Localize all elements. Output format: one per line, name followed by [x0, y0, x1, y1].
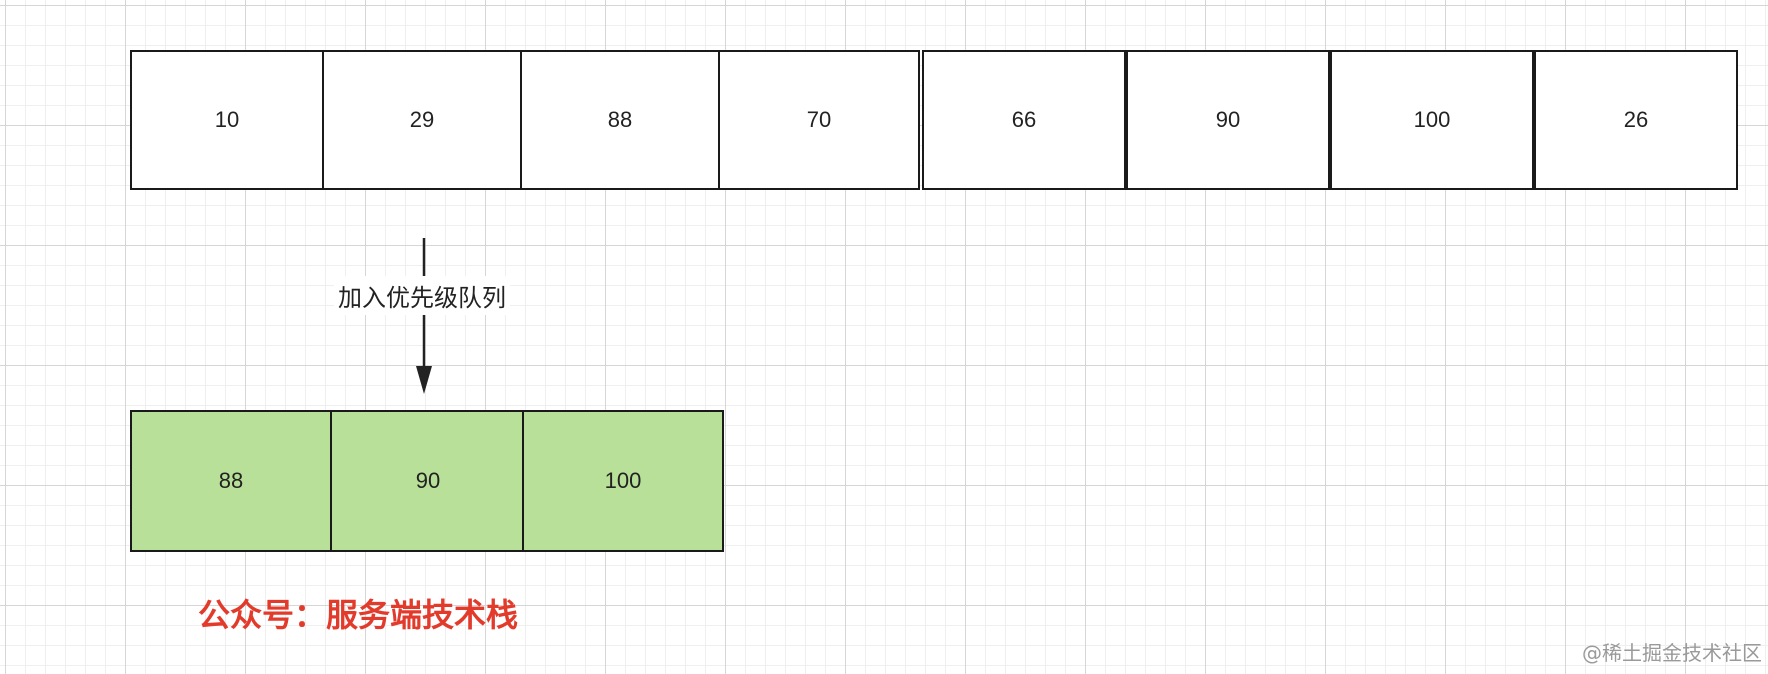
- priority-queue-cell: 90: [330, 410, 526, 552]
- top-array-cell: 70: [718, 50, 920, 190]
- top-array-cell: 100: [1330, 50, 1534, 190]
- footer-text: 公众号：服务端技术栈: [198, 596, 519, 634]
- priority-queue-cell: 88: [130, 410, 332, 552]
- top-array-cell: 66: [922, 50, 1126, 190]
- top-array-cell: 90: [1126, 50, 1330, 190]
- top-array-cell: 26: [1534, 50, 1738, 190]
- top-array-cell: 10: [130, 50, 324, 190]
- arrow-label: 加入优先级队列: [334, 276, 510, 315]
- priority-queue-cell: 100: [522, 410, 724, 552]
- top-array-cell: 29: [322, 50, 522, 190]
- watermark: @稀土掘金技术社区: [1582, 641, 1762, 665]
